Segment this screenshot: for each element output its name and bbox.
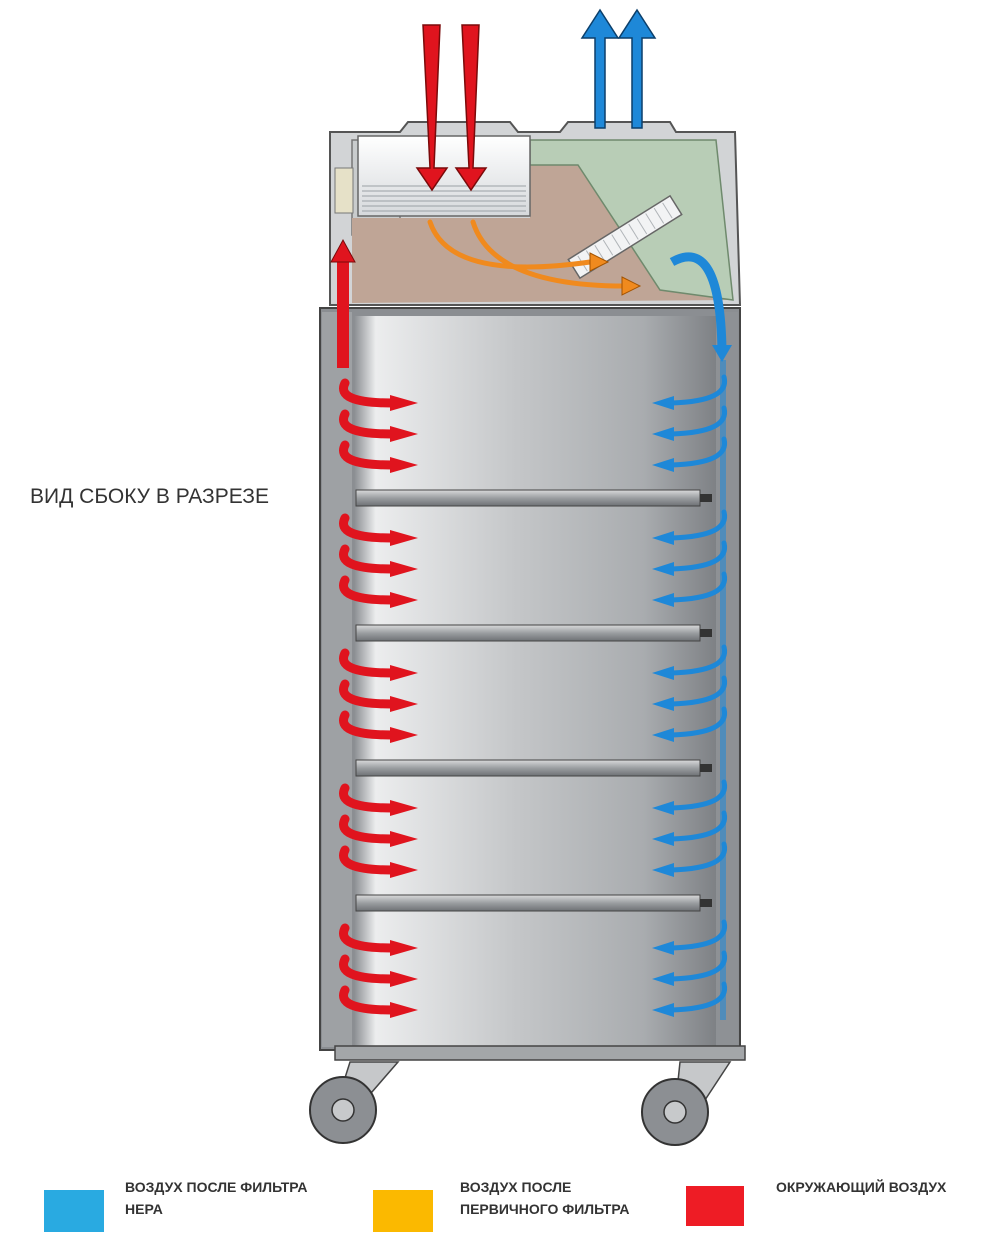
hepa-air-arrowhead: [652, 427, 674, 441]
hepa-air-arrowhead: [652, 531, 674, 545]
legend-label-prefilter-line1: ВОЗДУХ ПОСЛЕ: [460, 1179, 571, 1195]
hepa-air-arrowhead: [652, 697, 674, 711]
shelf-bracket: [700, 629, 712, 637]
ambient-air-arrow: [339, 440, 397, 470]
ambient-air-arrowhead: [390, 862, 418, 878]
hepa-air-arrowhead: [652, 593, 674, 607]
hepa-air-outlet-arrows: [580, 8, 657, 129]
prefilter-air-arrows: [427, 219, 642, 296]
shelf-bracket: [700, 764, 712, 772]
ambient-air-arrowhead: [390, 426, 418, 442]
ambient-air-arrowhead: [390, 530, 418, 546]
ambient-air-arrow: [339, 378, 397, 408]
ambient-air-arrow: [339, 845, 397, 875]
ambient-air-arrowhead: [390, 971, 418, 987]
hepa-air-arrowhead: [652, 728, 674, 742]
ambient-air-arrow: [339, 648, 397, 678]
ambient-air-arrow: [339, 783, 397, 813]
side-view-label: ВИД СБОКУ В РАЗРЕЗЕ: [30, 485, 269, 508]
hepa-air-arrowhead: [652, 458, 674, 472]
ambient-air-arrow: [339, 814, 397, 844]
hepa-air-arrowhead: [652, 562, 674, 576]
legend-label-ambient-line1: ОКРУЖАЮЩИЙ ВОЗДУХ: [776, 1178, 947, 1195]
shelf: [355, 489, 701, 507]
legend-swatch-ambient: [686, 1186, 744, 1226]
hepa-air-arrowhead: [652, 801, 674, 815]
legend-item-hepa: ВОЗДУХ ПОСЛЕ ФИЛЬТРА HEPA: [44, 1179, 308, 1232]
shelf: [355, 894, 701, 912]
hepa-air-downflow-channel: [720, 360, 726, 1020]
ambient-air-arrow: [339, 954, 397, 984]
hepa-air-arrowhead: [652, 666, 674, 680]
ambient-air-arrow: [339, 544, 397, 574]
ambient-air-arrowhead: [390, 727, 418, 743]
ambient-air-arrowhead: [390, 561, 418, 577]
legend: ВОЗДУХ ПОСЛЕ ФИЛЬТРА HEPA ВОЗДУХ ПОСЛЕ П…: [44, 1178, 947, 1232]
hepa-air-downflow-arrow: [669, 252, 732, 362]
ambient-air-arrow: [339, 513, 397, 543]
hepa-air-arrowhead: [652, 1003, 674, 1017]
shelf: [355, 759, 701, 777]
shelves: [355, 489, 712, 912]
wheel-right: [641, 1061, 732, 1146]
hepa-air-arrowhead: [652, 832, 674, 846]
hepa-air-arrowhead: [652, 396, 674, 410]
ambient-air-arrow: [339, 985, 397, 1015]
legend-label-hepa-line1: ВОЗДУХ ПОСЛЕ ФИЛЬТРА: [125, 1179, 308, 1195]
wheel-left: [309, 1061, 400, 1144]
shelf-bracket: [700, 494, 712, 502]
legend-swatch-prefilter: [373, 1190, 433, 1232]
ambient-air-arrowhead: [390, 800, 418, 816]
ambient-air-arrow: [339, 679, 397, 709]
shelf: [355, 624, 701, 642]
legend-label-hepa-line2: HEPA: [125, 1201, 163, 1217]
cabinet-base: [334, 1045, 746, 1061]
ambient-air-arrow: [339, 923, 397, 953]
ambient-air-arrowhead: [390, 592, 418, 608]
ambient-air-arrowhead: [390, 395, 418, 411]
side-airflow-arrows: [339, 360, 728, 1020]
ambient-air-arrowhead: [390, 831, 418, 847]
ambient-air-arrowhead: [390, 940, 418, 956]
hepa-air-arrowhead: [652, 972, 674, 986]
shelf-bracket: [700, 899, 712, 907]
ambient-air-inlet-arrows: [415, 24, 488, 192]
legend-item-ambient: ОКРУЖАЮЩИЙ ВОЗДУХ: [686, 1178, 947, 1226]
hepa-air-arrowhead: [652, 863, 674, 877]
ambient-air-riser-arrow: [330, 238, 356, 368]
legend-swatch-hepa: [44, 1190, 104, 1232]
hepa-air-arrowhead: [652, 941, 674, 955]
ambient-air-arrow: [339, 710, 397, 740]
ambient-air-arrow: [339, 409, 397, 439]
prefilter-pleats: [362, 185, 526, 212]
ambient-air-arrow: [339, 575, 397, 605]
ambient-air-arrowhead: [390, 457, 418, 473]
ambient-air-arrowhead: [390, 696, 418, 712]
ambient-air-arrowhead: [390, 665, 418, 681]
prefilter-chamber: [352, 165, 733, 303]
legend-item-prefilter: ВОЗДУХ ПОСЛЕ ПЕРВИЧНОГО ФИЛЬТРА: [373, 1179, 630, 1232]
ambient-air-arrowhead: [390, 1002, 418, 1018]
legend-label-prefilter-line2: ПЕРВИЧНОГО ФИЛЬТРА: [460, 1201, 630, 1217]
prefilter: [357, 135, 531, 217]
